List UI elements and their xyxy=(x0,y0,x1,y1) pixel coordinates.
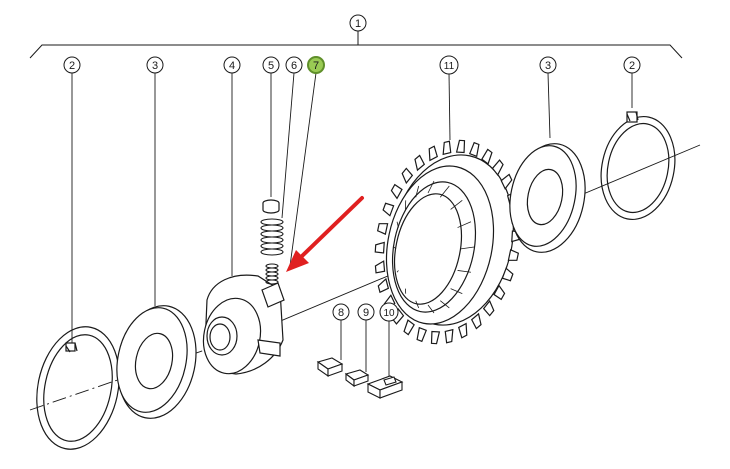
shift-key-8 xyxy=(316,357,344,378)
gear-tooth xyxy=(491,159,504,176)
callout-circle xyxy=(623,56,641,74)
shift-key-9 xyxy=(344,369,370,388)
outer-spring xyxy=(260,218,284,256)
coupler-hub xyxy=(202,274,285,375)
callout-3a: 3 xyxy=(146,56,164,74)
callout-label: 8 xyxy=(338,307,344,319)
gear-tooth xyxy=(374,260,386,274)
gear-tooth xyxy=(390,183,403,200)
gear-bore-rib xyxy=(439,185,450,198)
gear-tooth xyxy=(500,173,513,190)
callout-label: 7 xyxy=(313,60,319,72)
gear-bore-rib xyxy=(450,288,463,295)
callout-label: 2 xyxy=(629,60,635,72)
callout-label: 2 xyxy=(69,60,75,72)
leader-lines xyxy=(71,72,633,378)
gear-tooth xyxy=(468,141,480,158)
gear-bore-rib xyxy=(415,185,420,198)
gear-bore-rib xyxy=(439,300,450,309)
callout-circle xyxy=(262,56,280,74)
gear-wheel xyxy=(374,139,522,345)
callout-label: 3 xyxy=(152,60,158,72)
gear-bore-rib xyxy=(450,200,463,210)
gear-tooth xyxy=(416,326,428,343)
gear-tooth xyxy=(458,322,468,339)
red-pointer-arrow-icon xyxy=(286,196,364,272)
callout-layer: 1 2 3 4 5 6 7 11 3 2 8 9 10 xyxy=(63,14,641,322)
callout-5: 5 xyxy=(262,56,280,74)
callout-8: 8 xyxy=(332,303,350,321)
callout-label: 1 xyxy=(355,18,361,30)
callout-label: 6 xyxy=(291,60,297,72)
inner-spring xyxy=(265,263,279,285)
callout-label: 3 xyxy=(545,60,551,72)
callout-2a: 2 xyxy=(63,56,81,74)
snap-ring-right xyxy=(600,111,676,221)
assembly-bracket xyxy=(29,31,683,59)
gear-bore-rib xyxy=(457,221,472,228)
callout-3b: 3 xyxy=(539,56,557,74)
gear-tooth xyxy=(401,167,414,185)
gear-tooth xyxy=(382,202,395,217)
gear-tooth xyxy=(455,139,466,154)
gear-tooth xyxy=(482,299,495,317)
callout-circle xyxy=(357,303,375,321)
gear-tooth xyxy=(501,267,514,282)
callout-circle xyxy=(439,55,459,75)
gear-tooth xyxy=(374,241,385,254)
callout-circle xyxy=(146,56,164,74)
callout-circle xyxy=(332,303,350,321)
gear-bore-rib xyxy=(459,246,475,250)
callout-circle xyxy=(63,56,81,74)
callout-circle xyxy=(307,56,325,74)
callout-10: 10 xyxy=(379,302,399,322)
gear-tooth xyxy=(493,284,506,301)
gear-bore-rib xyxy=(427,180,435,194)
callout-1: 1 xyxy=(349,14,367,32)
gear-bore-rib xyxy=(396,270,399,273)
gear-bore-rib xyxy=(393,246,397,250)
gear-bore-rib xyxy=(457,270,472,273)
thrust-washer-right xyxy=(509,143,586,253)
gear-tooth xyxy=(403,319,415,336)
callout-circle xyxy=(379,302,399,322)
detent-cap xyxy=(262,199,280,214)
callout-2b: 2 xyxy=(623,56,641,74)
callout-label: 5 xyxy=(268,60,274,72)
callout-label: 10 xyxy=(383,308,395,319)
callout-circle xyxy=(539,56,557,74)
callout-circle xyxy=(223,56,241,74)
gear-tooth xyxy=(470,312,482,330)
callout-label: 11 xyxy=(444,61,455,72)
gear-bore-rib xyxy=(427,304,435,314)
gear-tooth xyxy=(377,277,390,294)
gear-bore-rib xyxy=(396,221,399,228)
callout-label: 9 xyxy=(363,307,369,319)
callout-7: 7 xyxy=(307,56,325,74)
gear-tooth xyxy=(376,223,389,235)
gear-bore-rib xyxy=(415,300,420,309)
shift-key-10 xyxy=(366,375,404,399)
callout-9: 9 xyxy=(357,303,375,321)
thrust-washer-left xyxy=(116,305,197,419)
callout-label: 4 xyxy=(229,60,235,72)
gear-tooth xyxy=(414,154,426,172)
gear-tooth xyxy=(507,249,520,261)
gear-tooth xyxy=(481,148,493,165)
callout-11: 11 xyxy=(439,55,459,75)
callout-circle xyxy=(285,56,303,74)
gear-tooth xyxy=(428,145,438,162)
callout-6: 6 xyxy=(285,56,303,74)
callout-circle xyxy=(349,14,367,32)
gear-tooth xyxy=(430,330,441,345)
gear-tooth xyxy=(442,140,452,156)
callout-4: 4 xyxy=(223,56,241,74)
snap-ring-left xyxy=(36,326,120,450)
gear-tooth xyxy=(444,328,454,344)
